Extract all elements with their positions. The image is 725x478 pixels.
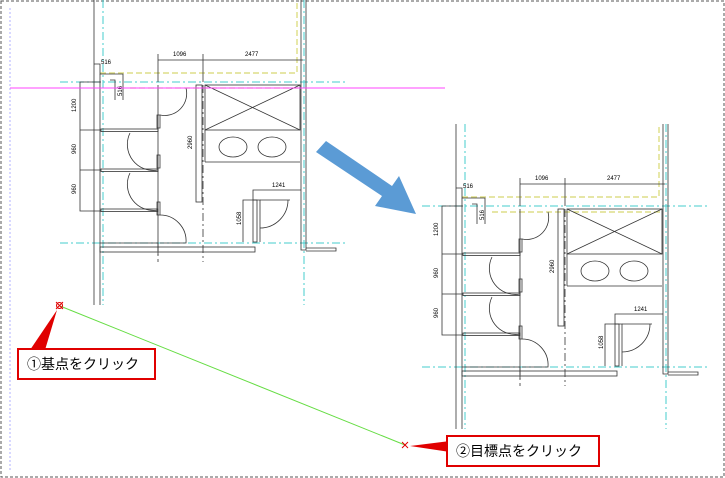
callout-base-point: ①基点をクリック: [17, 348, 156, 380]
base-point-marker: [55, 301, 64, 310]
move-guide-line: [59, 305, 406, 446]
floor-plan-original: [59, 0, 346, 306]
move-arrow-icon: [316, 141, 416, 214]
callout-target-point: ②目標点をクリック: [446, 435, 600, 467]
floor-plan-moved: [421, 123, 708, 430]
callout-pointer-2: [410, 441, 450, 452]
callout-pointer-1: [30, 310, 57, 350]
target-point-marker: [401, 441, 409, 449]
